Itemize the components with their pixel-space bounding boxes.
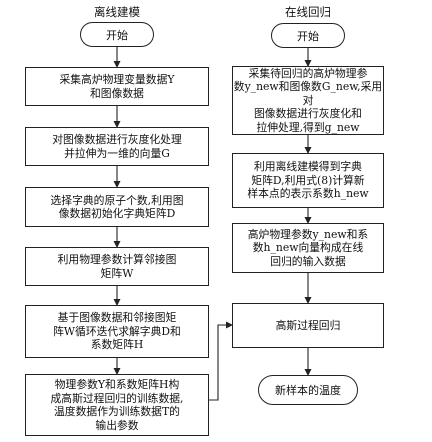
left-step-4: 利用物理参数计算邻接图 矩阵W: [25, 247, 209, 286]
right-step-1: 采集待回归的高炉物理参 数y_new和图像数G_new,采用对 图像数据进行灰度…: [232, 66, 384, 135]
right-start-node: 开始: [271, 23, 345, 48]
right-step-3: 高炉物理参数y_new和系 数h_new向量构成在线 回归的输入数据: [232, 223, 384, 273]
left-step-5-line-1: 基于图像数据和邻接图矩: [57, 311, 177, 325]
right-step-2-line-1: 利用离线建模得到字典: [254, 160, 362, 174]
left-step-6-line-3: 温度数据作为训练数据T的: [54, 405, 180, 418]
left-start-label: 开始: [106, 28, 128, 42]
right-step-4-label: 高斯过程回归: [275, 318, 341, 332]
left-start-node: 开始: [80, 22, 154, 47]
right-column-title: 在线回归: [285, 5, 331, 19]
right-step-1-line-2: 数y_new和图像数G_new,采用对: [233, 80, 383, 107]
left-column-title: 离线建模: [94, 5, 140, 19]
left-step-5-line-3: 系数矩阵H: [90, 338, 144, 352]
right-step-3-line-1: 高炉物理参数y_new和系: [247, 227, 369, 241]
left-step-3: 选择字典的原子个数,利用图 像数据初始化字典矩阵D: [25, 187, 209, 227]
left-step-6-line-2: 成高斯过程回归的训练数据,: [50, 391, 184, 405]
left-step-6-line-4: 输出参数: [95, 418, 139, 432]
right-step-3-line-3: 回归的输入数据: [270, 254, 346, 268]
right-step-3-line-2: 数h_new向量构成在线: [252, 241, 364, 255]
left-step-4-line-1: 利用物理参数计算邻接图: [57, 253, 177, 266]
left-step-4-line-2: 矩阵W: [100, 266, 134, 280]
left-step-2: 对图像数据进行灰度化处理 并拉伸为一维的向量G: [25, 127, 209, 166]
arrow-cross: [209, 321, 233, 401]
left-step-2-line-2: 并拉伸为一维的向量G: [64, 146, 170, 160]
right-step-2-line-2: 矩阵D,利用式(8)计算新: [251, 173, 365, 187]
right-end-label: 新样本的温度: [275, 384, 341, 397]
left-step-2-line-1: 对图像数据进行灰度化处理: [52, 133, 182, 146]
left-step-6-line-1: 物理参数Y和系数矩阵H构: [54, 378, 180, 391]
right-step-1-line-4: 拉伸处理,得到g_new: [256, 120, 360, 134]
right-step-4: 高斯过程回归: [232, 303, 384, 348]
left-step-5: 基于图像数据和邻接图矩 阵W循环迭代求解字典D和 系数矩阵H: [25, 305, 209, 358]
left-step-3-line-1: 选择字典的原子个数,利用图: [50, 193, 184, 207]
right-start-label: 开始: [297, 29, 319, 43]
right-step-2: 利用离线建模得到字典 矩阵D,利用式(8)计算新 样本点的表示系数h_new: [232, 153, 384, 208]
left-step-5-line-2: 阵W循环迭代求解字典D和: [53, 324, 181, 338]
left-step-1-line-1: 采集高炉物理变量数据Y: [59, 73, 175, 86]
right-step-2-line-3: 样本点的表示系数h_new: [247, 187, 369, 201]
left-step-3-line-2: 像数据初始化字典矩阵D: [58, 207, 176, 220]
right-end-node: 新样本的温度: [258, 375, 358, 405]
left-step-6: 物理参数Y和系数矩阵H构 成高斯过程回归的训练数据, 温度数据作为训练数据T的 …: [25, 374, 209, 436]
left-step-1: 采集高炉物理变量数据Y 和图像数据: [25, 67, 209, 106]
right-step-1-line-3: 图像数据进行灰度化和: [254, 107, 362, 121]
right-step-1-line-1: 采集待回归的高炉物理参: [248, 66, 368, 80]
left-step-1-line-2: 和图像数据: [90, 86, 144, 100]
